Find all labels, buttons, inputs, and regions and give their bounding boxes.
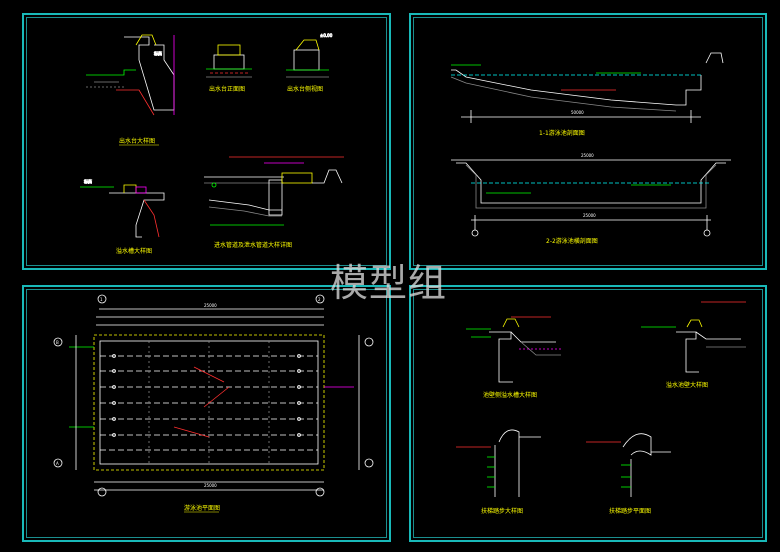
watermark-text: 模型组 (330, 261, 448, 305)
sheet-bottom-right-drawing: 池壁侧溢水槽大样图 溢水池壁大样图 扶梯踏步大样图 (456, 301, 746, 515)
caption-pool-plan: 游泳池平面图 (184, 504, 220, 512)
sheet-bottom-left-drawing: 25000 (53, 294, 374, 513)
pool-wall-detail (641, 301, 746, 373)
svg-text:50000: 50000 (571, 110, 584, 115)
outlet-side-view: ±0.00 (286, 33, 333, 78)
caption-outlet-detail: 出水台大样图 (119, 137, 155, 145)
caption-pool-wall: 溢水池壁大样图 (666, 381, 708, 389)
caption-ladder-plan: 扶梯踏步平面图 (609, 507, 651, 515)
grid-label-b: B (56, 340, 59, 345)
caption-front-view: 出水台正面图 (209, 85, 245, 93)
ladder-step-detail (456, 429, 541, 497)
overflow-trough-detail: 标高 (80, 178, 165, 238)
sheet-bottom-right: 池壁侧溢水槽大样图 溢水池壁大样图 扶梯踏步大样图 (409, 285, 767, 542)
sheet-top-left: 标高 出水台大样图 出水台正面图 ±0.00 出水台侧视图 (22, 13, 391, 270)
sheet-top-right: 50000 1-1游泳池剖面图 25000 25000 2-2游泳池横剖面图 (409, 13, 767, 270)
caption-overflow-trough: 溢水槽大样图 (116, 247, 152, 255)
svg-text:标高: 标高 (84, 178, 92, 184)
grid-label-a: A (56, 461, 59, 466)
outlet-detail: 标高 (86, 34, 175, 116)
sheet-inner-border (413, 289, 763, 538)
cross-section: 25000 25000 (451, 153, 731, 237)
caption-longitudinal-section: 1-1游泳池剖面图 (539, 129, 585, 137)
sheet-inner-border (26, 17, 387, 266)
caption-wall-overflow: 池壁侧溢水槽大样图 (483, 391, 537, 399)
sheet-top-right-drawing: 50000 1-1游泳池剖面图 25000 25000 2-2游泳池横剖面图 (450, 52, 731, 245)
caption-cross-section: 2-2游泳池横剖面图 (546, 237, 598, 245)
outlet-front-view (206, 44, 252, 78)
wall-overflow-detail (466, 316, 561, 383)
grid-label-2: 2 (318, 297, 321, 302)
svg-text:25000: 25000 (583, 213, 596, 218)
svg-text:25000: 25000 (204, 483, 217, 488)
svg-text:标高: 标高 (154, 50, 162, 56)
svg-text:±0.00: ±0.00 (320, 33, 333, 38)
caption-side-view: 出水台侧视图 (287, 85, 323, 93)
sheet-inner-border (413, 17, 763, 266)
longitudinal-section: 50000 (450, 52, 724, 123)
ladder-plan-detail (586, 433, 671, 497)
caption-inlet-drain: 进水管道及泄水管道大样详图 (214, 241, 292, 249)
svg-text:25000: 25000 (204, 303, 217, 308)
sheet-bottom-left: 25000 (22, 285, 391, 542)
grid-label-1: 1 (100, 297, 103, 302)
svg-text:25000: 25000 (581, 153, 594, 158)
sheet-top-left-drawing: 标高 出水台大样图 出水台正面图 ±0.00 出水台侧视图 (80, 33, 344, 255)
pool-plan: 25000 (53, 294, 374, 497)
sheet-inner-border (26, 289, 387, 538)
inlet-drain-detail (204, 156, 344, 226)
caption-ladder-step: 扶梯踏步大样图 (481, 507, 523, 515)
